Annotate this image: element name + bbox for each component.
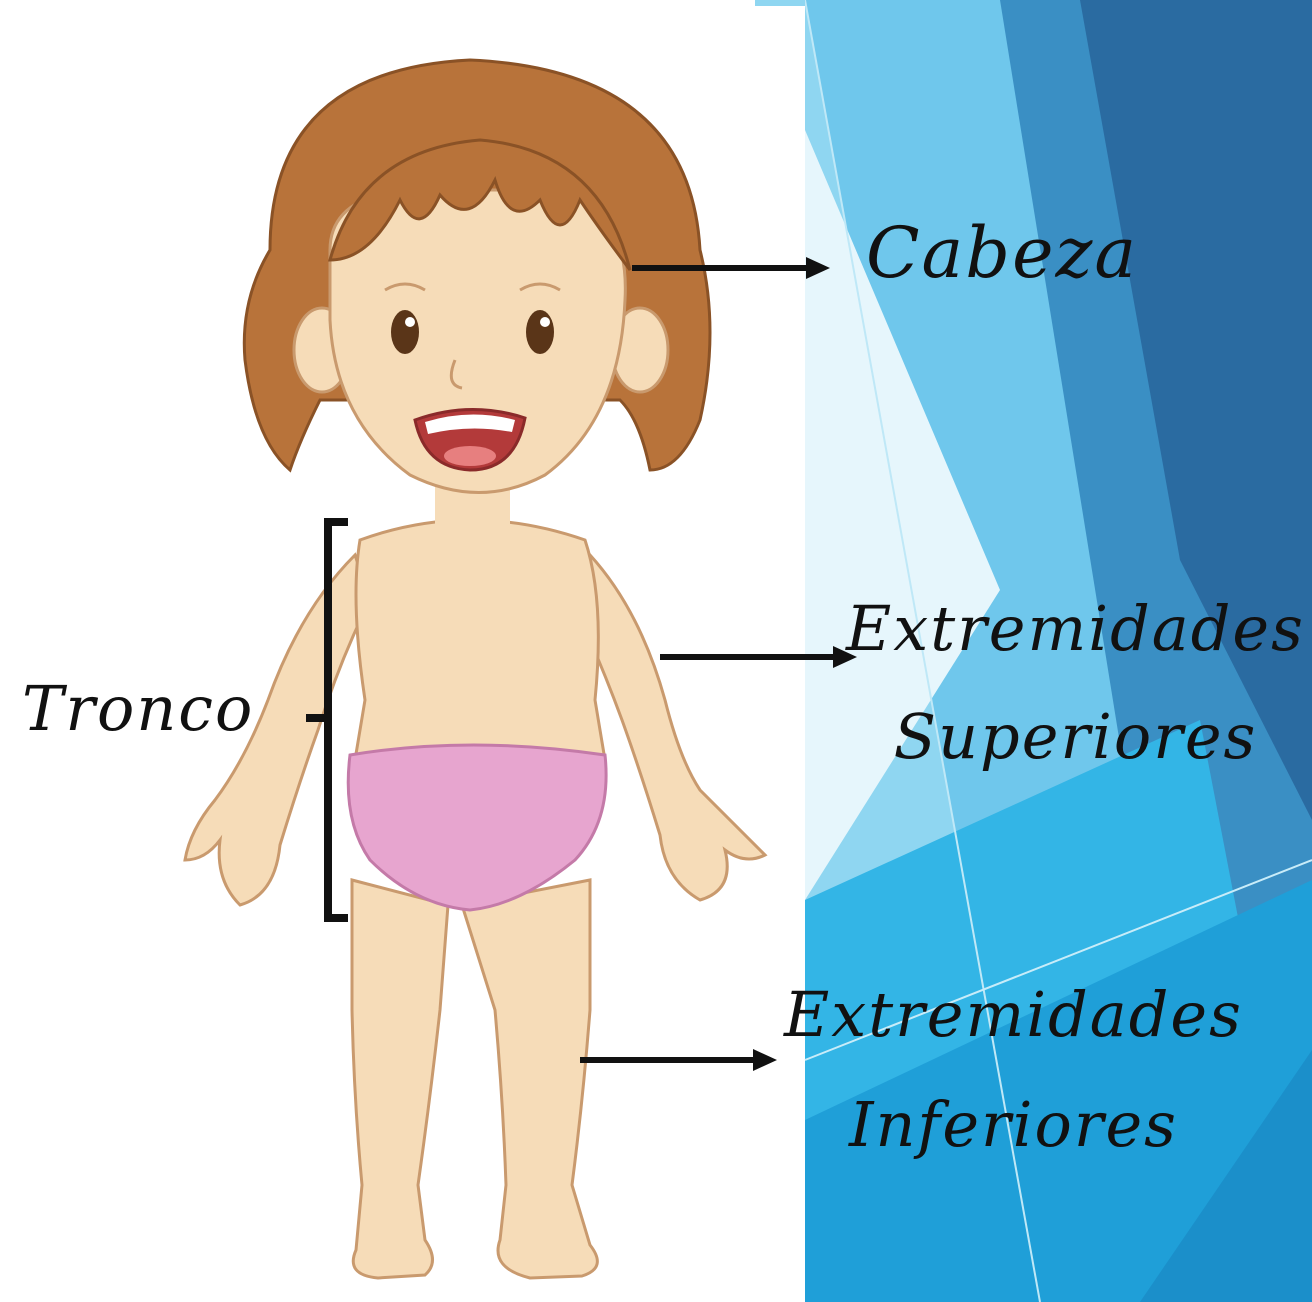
label-inferiores-line2: Inferiores <box>784 1070 1243 1180</box>
label-inferiores-line1: Extremidades <box>784 960 1243 1070</box>
right-leg <box>462 880 597 1278</box>
child-figure <box>185 60 765 1278</box>
label-extremidades-inferiores: Extremidades Inferiores <box>784 960 1243 1180</box>
left-leg <box>352 880 448 1278</box>
label-extremidades-superiores: Extremidades Superiores <box>846 575 1305 791</box>
arrow-right-icon <box>580 1049 777 1071</box>
label-superiores-line2: Superiores <box>846 683 1305 791</box>
label-cabeza: Cabeza <box>866 212 1138 294</box>
label-tronco: Tronco <box>22 672 254 745</box>
right-eye <box>526 310 554 354</box>
label-superiores-line1: Extremidades <box>846 575 1305 683</box>
torso <box>355 520 605 760</box>
left-eye <box>391 310 419 354</box>
